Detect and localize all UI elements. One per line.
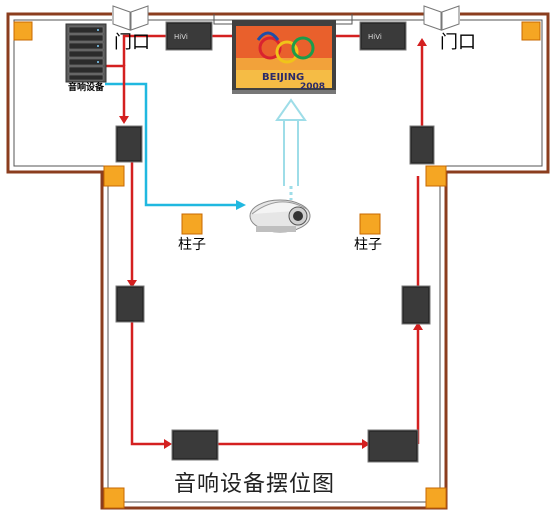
speaker-brand-label: HiVi xyxy=(368,33,382,41)
door-right-icon xyxy=(423,5,460,31)
pillar-label-right: 柱子 xyxy=(354,237,382,253)
video-cable xyxy=(105,82,236,207)
speaker-rear-right xyxy=(367,429,419,463)
speaker-side-left-front xyxy=(115,125,143,163)
door-left-icon xyxy=(112,5,149,31)
speaker-front-left: HiVi xyxy=(165,21,213,51)
door-label-right: 门口 xyxy=(440,32,476,53)
projection-screen: BEIJING 2008 xyxy=(232,20,336,94)
speaker-side-right-front xyxy=(409,125,435,165)
diagram-title: 音响设备摆位图 xyxy=(174,472,336,497)
speaker-side-left-rear xyxy=(115,285,145,323)
speaker-front-right: HiVi xyxy=(359,21,407,51)
video-cable-arrow xyxy=(236,200,246,210)
door-label-left: 门口 xyxy=(114,32,150,53)
speaker-rear-left xyxy=(171,429,219,461)
pillar-left xyxy=(181,213,203,235)
corner-pillars xyxy=(13,21,541,509)
audio-rack-label: 音响设备 xyxy=(68,83,105,93)
speaker-side-right-rear xyxy=(401,285,431,325)
screen-city-text: BEIJING xyxy=(262,72,304,83)
pillar-right xyxy=(359,213,381,235)
speaker-brand-label: HiVi xyxy=(174,33,188,41)
projector xyxy=(249,199,311,233)
pillar-label-left: 柱子 xyxy=(178,237,206,253)
screen-year-text: 2008 xyxy=(300,82,325,92)
projection-beam xyxy=(275,98,307,186)
audio-rack xyxy=(65,23,107,83)
